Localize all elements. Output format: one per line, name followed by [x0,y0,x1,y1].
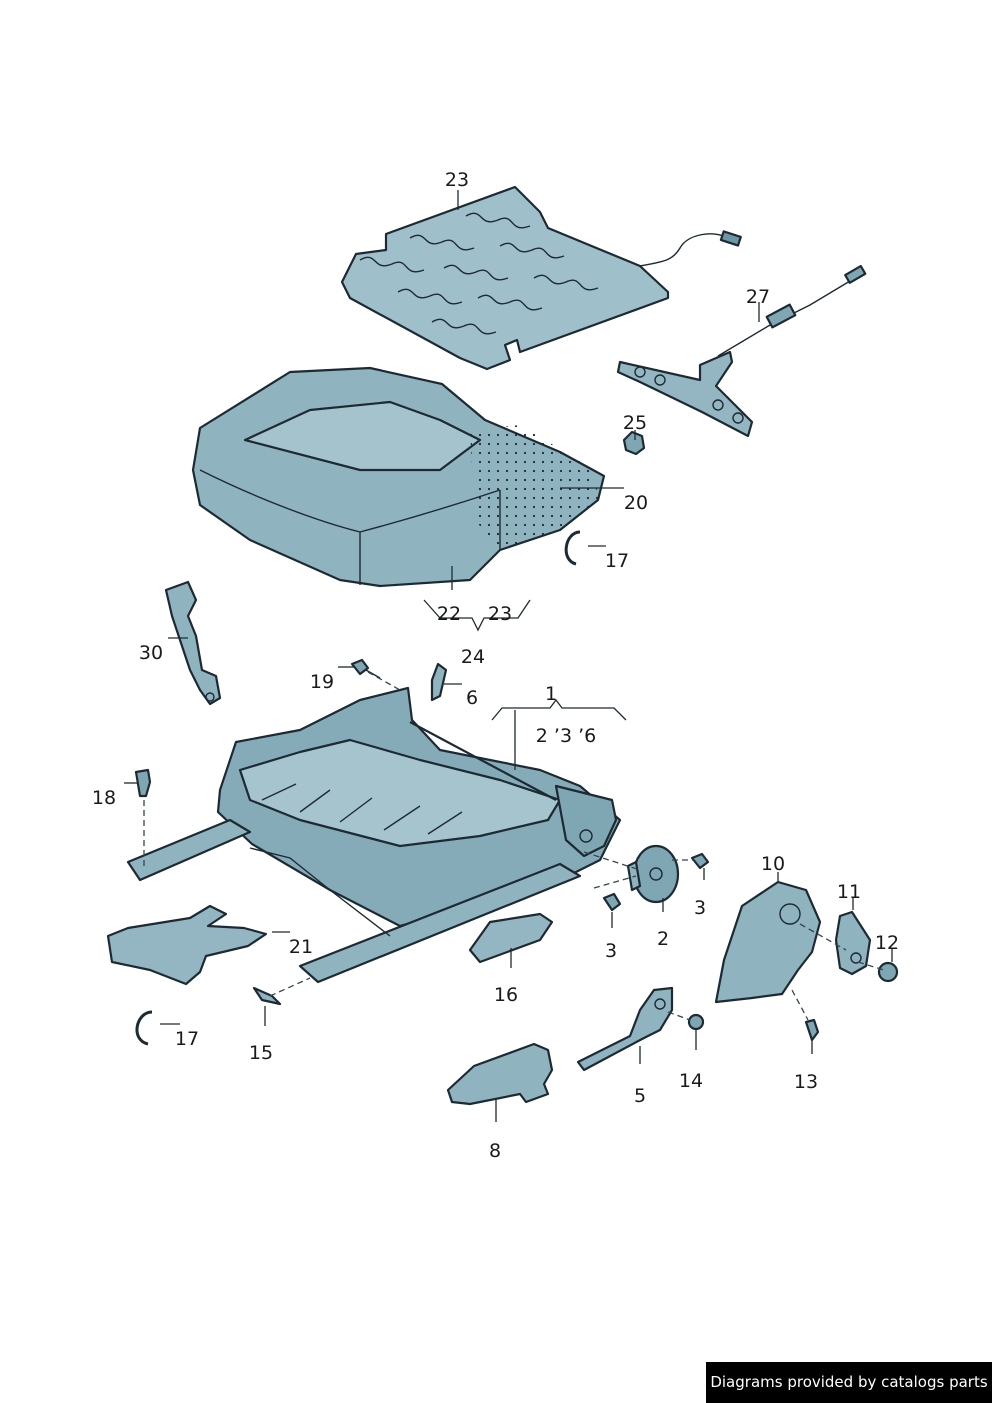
bolt-19-part [350,658,381,679]
callout-1-sub: 2 ’3 ’6 [536,725,596,747]
bolt-18-part [134,768,152,798]
belt-buckle-part [164,580,222,706]
clip-ring-17-bottom-part [135,1010,153,1046]
callout-23-top: 23 [445,169,469,191]
callouts: 23 27 25 20 17 22 23 24 30 19 6 1 2 ’3 ’… [92,169,899,1162]
callout-17-bottom: 17 [175,1028,199,1050]
callout-14: 14 [679,1070,703,1092]
callout-23-bottom: 23 [488,603,512,625]
assembly-lines [143,671,885,1021]
bracket-5-part [576,986,674,1072]
callout-3-left: 3 [605,940,617,962]
callout-24: 24 [461,646,485,668]
seat-cushion-part [191,366,606,588]
clip-15-part [252,986,282,1006]
handle-8-part [446,1042,554,1106]
callout-3-right: 3 [694,897,706,919]
leader-lines [124,190,893,1122]
callout-1: 1 [545,683,557,705]
callout-11: 11 [837,881,861,903]
callout-21: 21 [289,936,313,958]
trim-16-part [468,912,554,964]
callout-25: 25 [623,412,647,434]
callout-12: 12 [875,932,899,954]
knob-12-part [877,961,899,983]
callout-8: 8 [489,1140,501,1162]
clip-25-part [622,430,646,456]
clip-ring-17-top-part [564,530,581,566]
bolt-14-part [687,1013,705,1031]
callout-18: 18 [92,787,116,809]
credit-banner: Diagrams provided by catalogs parts [706,1362,992,1403]
callout-17-top: 17 [605,550,629,572]
cover-cap-11-part [834,910,872,976]
screw-3-left-part [602,892,622,912]
callout-30: 30 [139,642,163,664]
callout-2: 2 [657,928,669,950]
callout-5: 5 [634,1085,646,1107]
cover-plate-21-part [106,904,268,986]
heating-mat-part [340,185,742,371]
side-cover-10-part [714,880,822,1004]
screw-13-part [804,1018,820,1042]
callout-16: 16 [494,984,518,1006]
seat-frame-part [126,686,622,984]
callout-20: 20 [624,492,648,514]
callout-15: 15 [249,1042,273,1064]
screw-3-right-part [690,852,710,870]
callout-27: 27 [746,286,770,308]
lever-6-part [430,662,448,702]
callout-10: 10 [761,853,785,875]
callout-19: 19 [310,671,334,693]
adjuster-motor-part [626,844,680,904]
callout-13: 13 [794,1071,818,1093]
callout-22: 22 [437,603,461,625]
sensor-mat-part [616,264,867,438]
callout-6: 6 [466,687,478,709]
